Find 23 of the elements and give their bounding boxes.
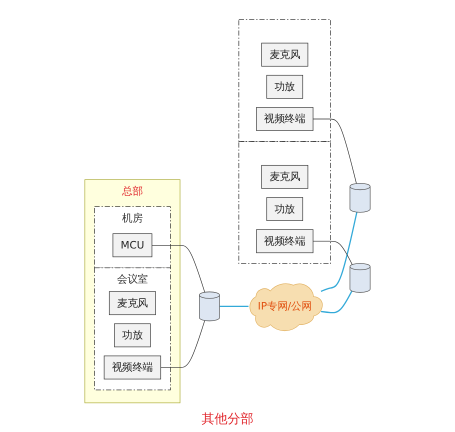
node-box: 视频终端 <box>256 107 314 131</box>
connector <box>312 118 357 184</box>
cluster <box>238 141 331 264</box>
connector <box>152 244 206 293</box>
connector <box>320 212 358 292</box>
node-cylinder <box>350 182 370 213</box>
node-box: 麦克风 <box>261 164 308 189</box>
node-box: 功放 <box>266 74 304 99</box>
node-cylinder <box>199 292 220 322</box>
cluster <box>238 18 331 142</box>
connector <box>220 306 248 308</box>
caption-label: 其他分部 <box>202 412 254 427</box>
node-box: 功放 <box>266 197 304 221</box>
connector <box>320 290 352 314</box>
node-box: 功放 <box>114 323 151 348</box>
connector <box>312 240 353 265</box>
connector <box>160 320 206 368</box>
node-box: MCU <box>112 233 152 258</box>
node-box: 麦克风 <box>261 42 308 67</box>
node-box: 麦克风 <box>108 291 156 316</box>
node-box: 视频终端 <box>104 356 162 380</box>
node-cylinder <box>350 263 370 293</box>
node-box: 视频终端 <box>256 229 314 254</box>
